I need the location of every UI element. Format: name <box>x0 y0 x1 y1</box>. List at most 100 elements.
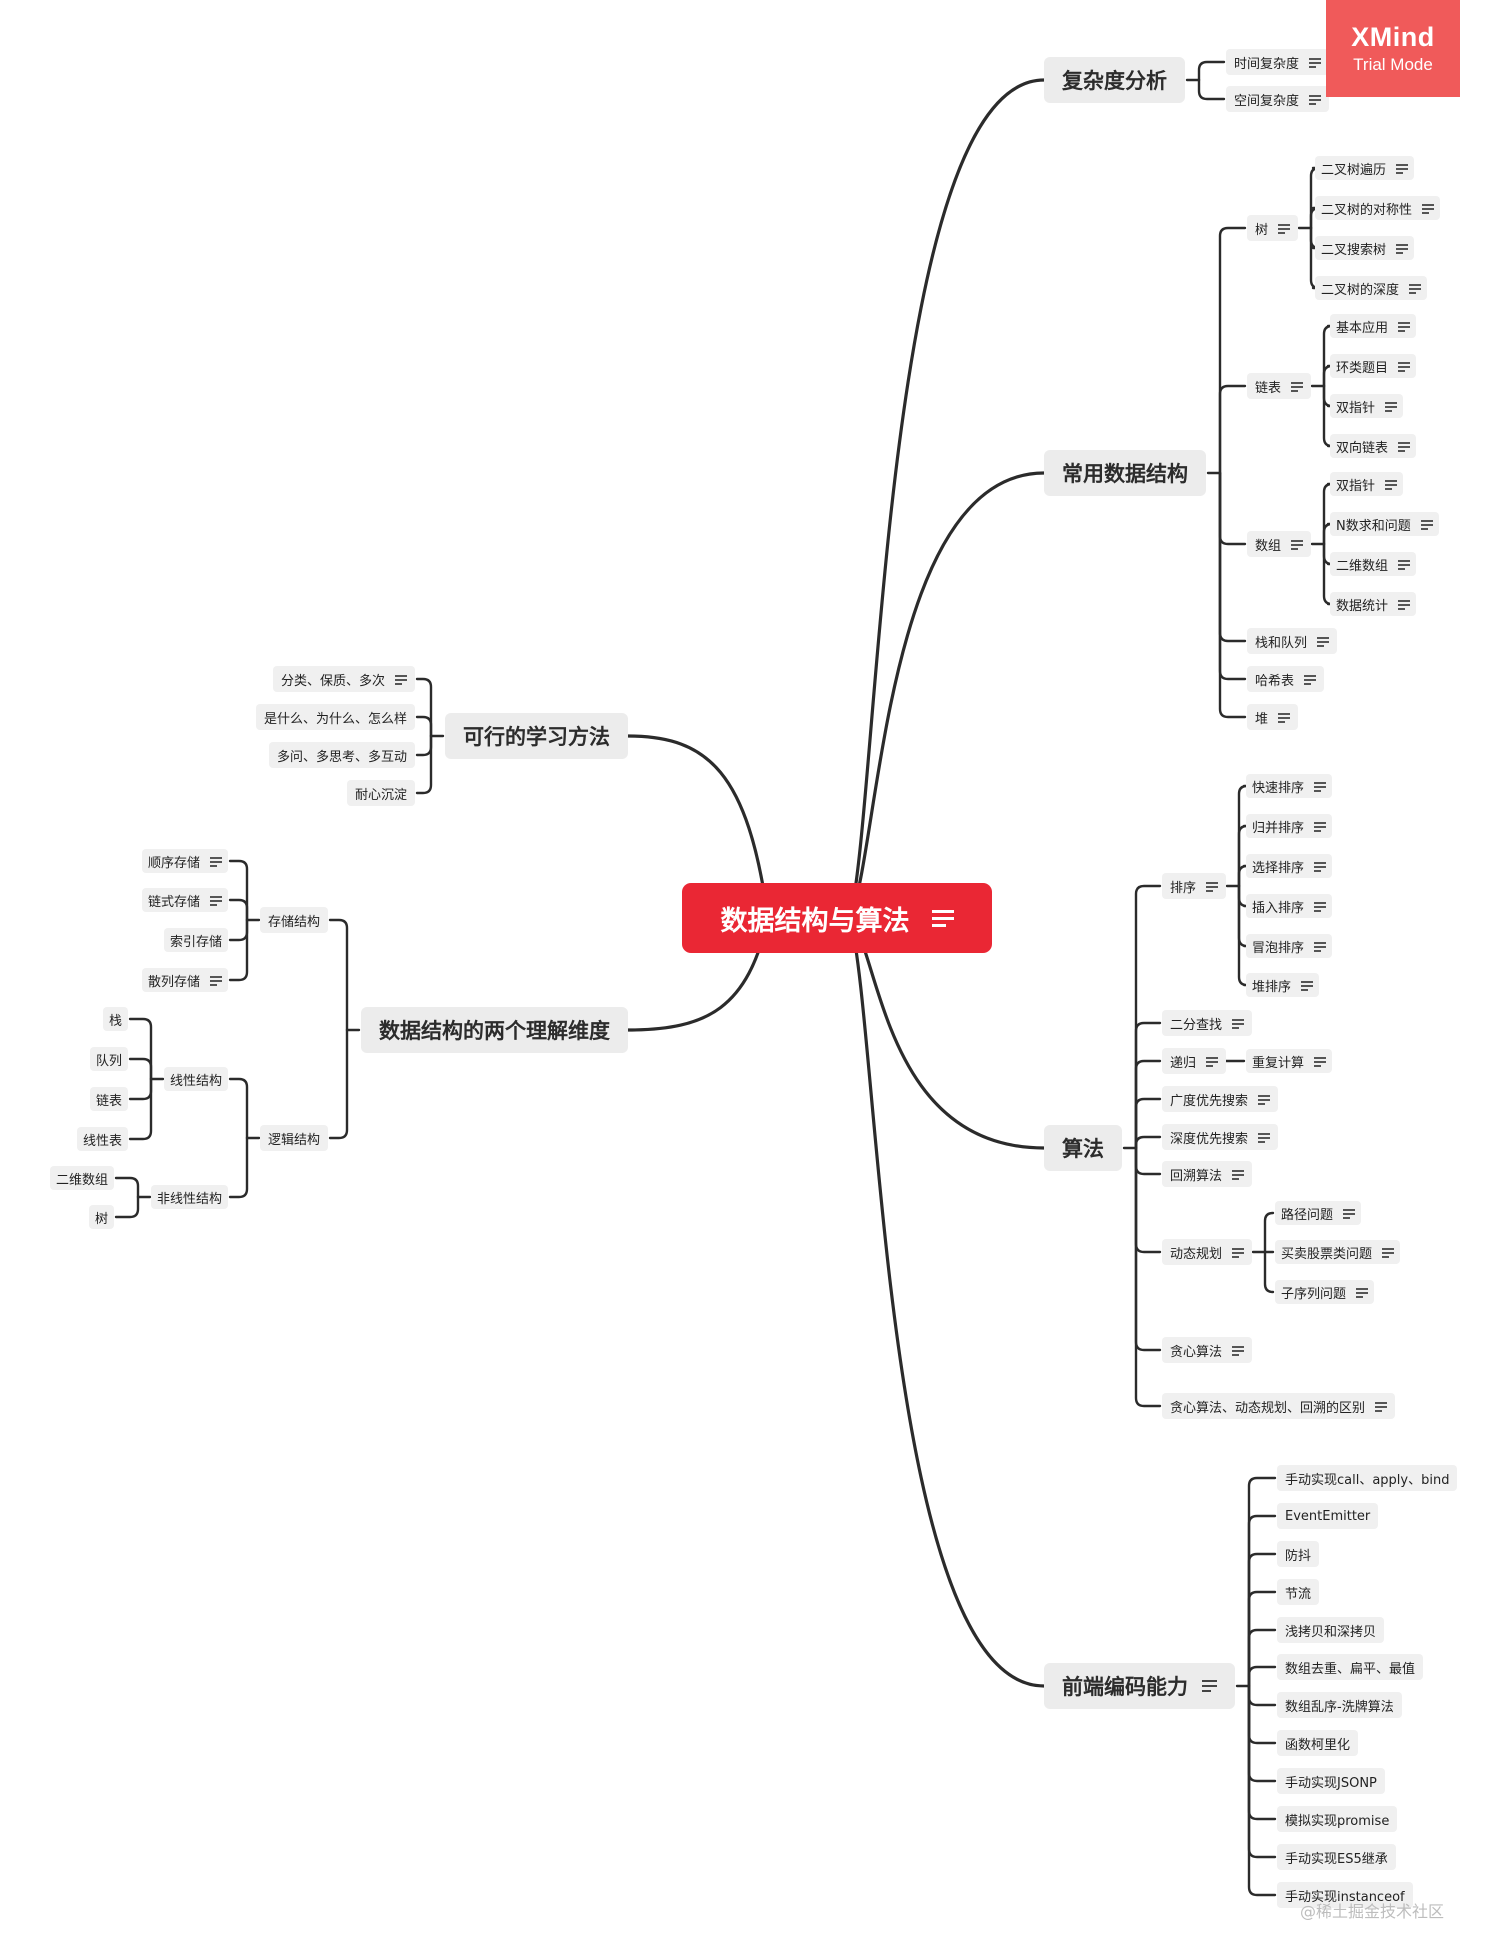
leaf-topic[interactable]: 线性结构 <box>164 1067 229 1091</box>
note-icon[interactable] <box>1396 242 1409 254</box>
subtopic[interactable]: 回溯算法 <box>1162 1161 1253 1187</box>
note-icon[interactable] <box>1398 558 1411 570</box>
central-topic[interactable]: 数据结构与算法 <box>682 883 992 953</box>
note-icon[interactable] <box>1309 93 1322 105</box>
leaf-topic[interactable]: 选择排序 <box>1246 854 1333 878</box>
leaf-topic[interactable]: 双指针 <box>1330 394 1404 418</box>
leaf-topic[interactable]: 二维数组 <box>50 1166 115 1190</box>
leaf-topic[interactable]: 链表 <box>90 1087 129 1111</box>
note-icon[interactable] <box>1301 979 1314 991</box>
note-icon[interactable] <box>210 855 223 867</box>
subtopic[interactable]: 动态规划 <box>1162 1239 1253 1265</box>
subtopic[interactable]: 数组 <box>1247 531 1312 557</box>
leaf-topic[interactable]: 非线性结构 <box>151 1185 229 1209</box>
note-icon[interactable] <box>1232 1168 1245 1180</box>
leaf-topic[interactable]: 索引存储 <box>164 928 229 952</box>
leaf-topic[interactable]: 重复计算 <box>1246 1049 1333 1073</box>
note-icon[interactable] <box>1258 1093 1271 1105</box>
subtopic[interactable]: 逻辑结构 <box>260 1125 329 1151</box>
note-icon[interactable] <box>395 673 408 685</box>
note-icon[interactable] <box>1232 1246 1245 1258</box>
note-icon[interactable] <box>1420 518 1433 530</box>
leaf-topic[interactable]: 二维数组 <box>1330 552 1417 576</box>
note-icon[interactable] <box>1314 780 1327 792</box>
leaf-topic[interactable]: 二叉树的对称性 <box>1315 196 1441 220</box>
subtopic[interactable]: 排序 <box>1162 873 1227 899</box>
note-icon[interactable] <box>1409 282 1422 294</box>
subtopic[interactable]: 链表 <box>1247 373 1312 399</box>
subtopic[interactable]: 是什么、为什么、怎么样 <box>256 704 416 730</box>
note-icon[interactable] <box>1232 1344 1245 1356</box>
leaf-topic[interactable]: 散列存储 <box>142 968 229 992</box>
note-icon[interactable] <box>1314 1055 1327 1067</box>
subtopic[interactable]: 空间复杂度 <box>1226 86 1330 112</box>
main-topic-1[interactable]: 常用数据结构 <box>1044 450 1206 496</box>
leaf-topic[interactable]: 双向链表 <box>1330 434 1417 458</box>
leaf-topic[interactable]: 二叉树的深度 <box>1315 276 1428 300</box>
note-icon[interactable] <box>1385 478 1398 490</box>
leaf-topic[interactable]: 链式存储 <box>142 888 229 912</box>
note-icon[interactable] <box>1314 860 1327 872</box>
note-icon[interactable] <box>1206 880 1219 892</box>
subtopic[interactable]: 递归 <box>1162 1048 1227 1074</box>
subtopic[interactable]: 数组去重、扁平、最值 <box>1277 1654 1424 1680</box>
note-icon[interactable] <box>1314 940 1327 952</box>
note-icon[interactable] <box>1385 400 1398 412</box>
leaf-topic[interactable]: 堆排序 <box>1246 973 1320 997</box>
main-topic-2[interactable]: 算法 <box>1044 1125 1122 1171</box>
note-icon[interactable] <box>1398 320 1411 332</box>
main-topic-0[interactable]: 复杂度分析 <box>1044 57 1185 103</box>
leaf-topic[interactable]: 快速排序 <box>1246 774 1333 798</box>
leaf-topic[interactable]: 路径问题 <box>1275 1201 1362 1225</box>
main-topic-3[interactable]: 前端编码能力 <box>1044 1663 1235 1709</box>
subtopic[interactable]: 广度优先搜索 <box>1162 1086 1279 1112</box>
note-icon[interactable] <box>210 974 223 986</box>
note-icon[interactable] <box>1278 711 1291 723</box>
note-icon[interactable] <box>1343 1207 1356 1219</box>
subtopic[interactable]: 堆 <box>1247 704 1299 730</box>
leaf-topic[interactable]: 队列 <box>90 1047 129 1071</box>
note-icon[interactable] <box>1398 440 1411 452</box>
note-icon[interactable] <box>1356 1286 1369 1298</box>
subtopic[interactable]: 二分查找 <box>1162 1010 1253 1036</box>
subtopic[interactable]: 存储结构 <box>260 907 329 933</box>
note-icon[interactable] <box>1375 1400 1388 1412</box>
leaf-topic[interactable]: 数据统计 <box>1330 592 1417 616</box>
note-icon[interactable] <box>1206 1055 1219 1067</box>
subtopic[interactable]: 数组乱序-洗牌算法 <box>1277 1692 1402 1718</box>
main-topic-5[interactable]: 数据结构的两个理解维度 <box>361 1007 628 1053</box>
subtopic[interactable]: 树 <box>1247 215 1299 241</box>
subtopic[interactable]: 耐心沉淀 <box>347 780 416 806</box>
note-icon[interactable] <box>1291 538 1304 550</box>
leaf-topic[interactable]: 冒泡排序 <box>1246 934 1333 958</box>
subtopic[interactable]: 节流 <box>1277 1579 1320 1605</box>
note-icon[interactable] <box>210 894 223 906</box>
subtopic[interactable]: 手动实现instanceof <box>1277 1882 1413 1908</box>
note-icon[interactable] <box>1291 380 1304 392</box>
subtopic[interactable]: 手动实现ES5继承 <box>1277 1844 1396 1870</box>
leaf-topic[interactable]: 二叉搜索树 <box>1315 236 1415 260</box>
leaf-topic[interactable]: 二叉树遍历 <box>1315 156 1415 180</box>
subtopic[interactable]: 手动实现call、apply、bind <box>1277 1465 1458 1491</box>
note-icon[interactable] <box>1232 1017 1245 1029</box>
leaf-topic[interactable]: 插入排序 <box>1246 894 1333 918</box>
leaf-topic[interactable]: 树 <box>89 1205 115 1229</box>
note-icon[interactable] <box>1396 162 1409 174</box>
leaf-topic[interactable]: N数求和问题 <box>1330 512 1439 536</box>
subtopic[interactable]: 贪心算法、动态规划、回溯的区别 <box>1162 1393 1396 1419</box>
note-icon[interactable] <box>1314 820 1327 832</box>
note-icon[interactable] <box>1309 56 1322 68</box>
leaf-topic[interactable]: 双指针 <box>1330 472 1404 496</box>
subtopic[interactable]: 哈希表 <box>1247 666 1325 692</box>
leaf-topic[interactable]: 归并排序 <box>1246 814 1333 838</box>
note-icon[interactable] <box>931 909 954 927</box>
leaf-topic[interactable]: 子序列问题 <box>1275 1280 1375 1304</box>
subtopic[interactable]: 浅拷贝和深拷贝 <box>1277 1617 1385 1643</box>
note-icon[interactable] <box>1202 1679 1217 1693</box>
main-topic-4[interactable]: 可行的学习方法 <box>445 713 628 759</box>
note-icon[interactable] <box>1398 360 1411 372</box>
subtopic[interactable]: 分类、保质、多次 <box>273 666 416 692</box>
leaf-topic[interactable]: 顺序存储 <box>142 849 229 873</box>
subtopic[interactable]: 模拟实现promise <box>1277 1806 1398 1832</box>
subtopic[interactable]: 深度优先搜索 <box>1162 1124 1279 1150</box>
